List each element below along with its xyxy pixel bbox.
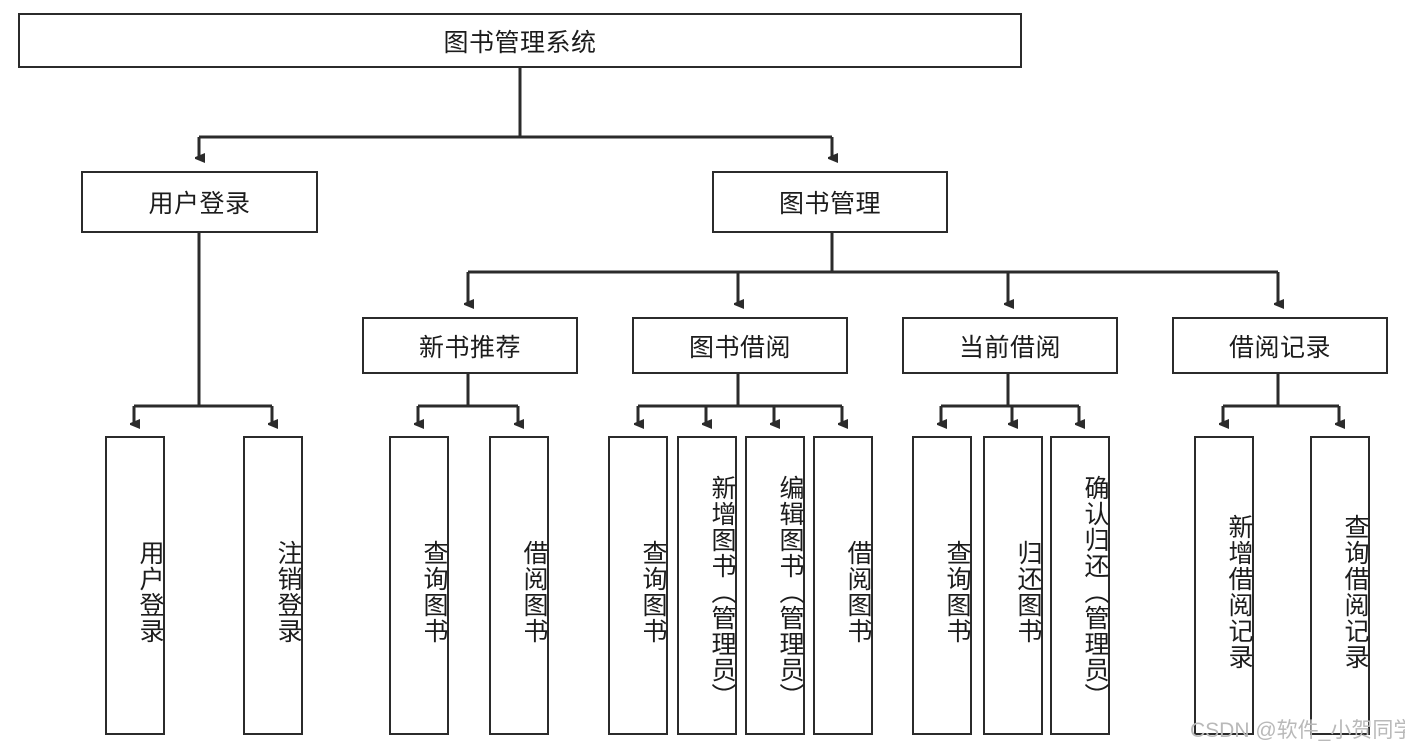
- node-label: 编辑图书（管理员）: [776, 474, 804, 709]
- node-label: 注销登录: [274, 539, 302, 644]
- leaf-new-book-borrow-books[interactable]: 借阅图书: [489, 436, 549, 735]
- node-label: 图书借阅: [688, 333, 791, 362]
- node-label: 借阅图书: [520, 539, 548, 644]
- node-label: 新书推荐: [418, 333, 521, 362]
- node-label: 查询图书: [420, 539, 448, 644]
- node-label: 当前借阅: [958, 333, 1061, 362]
- node-label: 用户登录: [148, 190, 251, 218]
- node-book-management[interactable]: 图书管理: [712, 171, 948, 233]
- node-user-login[interactable]: 用户登录: [81, 171, 318, 233]
- leaf-new-book-query-books[interactable]: 查询图书: [389, 436, 449, 735]
- leaf-current-return-books[interactable]: 归还图书: [983, 436, 1043, 735]
- leaf-current-query-books[interactable]: 查询图书: [912, 436, 972, 735]
- node-label: 新增借阅记录: [1225, 513, 1253, 670]
- node-label: 查询借阅记录: [1341, 513, 1369, 670]
- leaf-borrow-edit-book-admin[interactable]: 编辑图书（管理员）: [745, 436, 805, 735]
- node-borrowing-records[interactable]: 借阅记录: [1172, 317, 1388, 374]
- leaf-borrow-borrow-books[interactable]: 借阅图书: [813, 436, 873, 735]
- node-book-borrowing[interactable]: 图书借阅: [632, 317, 848, 374]
- node-label: 用户登录: [136, 539, 164, 644]
- leaf-record-query-record[interactable]: 查询借阅记录: [1310, 436, 1370, 735]
- node-label: 确认归还（管理员）: [1081, 474, 1109, 709]
- node-label: 借阅图书: [844, 539, 872, 644]
- leaf-current-confirm-return-admin[interactable]: 确认归还（管理员）: [1050, 436, 1110, 735]
- node-label: 借阅记录: [1228, 333, 1331, 362]
- node-label: 归还图书: [1014, 539, 1042, 644]
- leaf-borrow-add-book-admin[interactable]: 新增图书（管理员）: [677, 436, 737, 735]
- leaf-user-login-signin[interactable]: 用户登录: [105, 436, 165, 735]
- node-label: 查询图书: [639, 539, 667, 644]
- leaf-user-login-signout[interactable]: 注销登录: [243, 436, 303, 735]
- node-label: 图书管理系统: [443, 28, 597, 57]
- leaf-record-add-record[interactable]: 新增借阅记录: [1194, 436, 1254, 735]
- node-label: 查询图书: [943, 539, 971, 644]
- node-current-borrowing[interactable]: 当前借阅: [902, 317, 1118, 374]
- leaf-borrow-query-books[interactable]: 查询图书: [608, 436, 668, 735]
- node-root-book-management-system[interactable]: 图书管理系统: [18, 13, 1022, 68]
- node-label: 新增图书（管理员）: [708, 474, 736, 709]
- node-label: 图书管理: [778, 190, 881, 218]
- node-new-book-recommendation[interactable]: 新书推荐: [362, 317, 578, 374]
